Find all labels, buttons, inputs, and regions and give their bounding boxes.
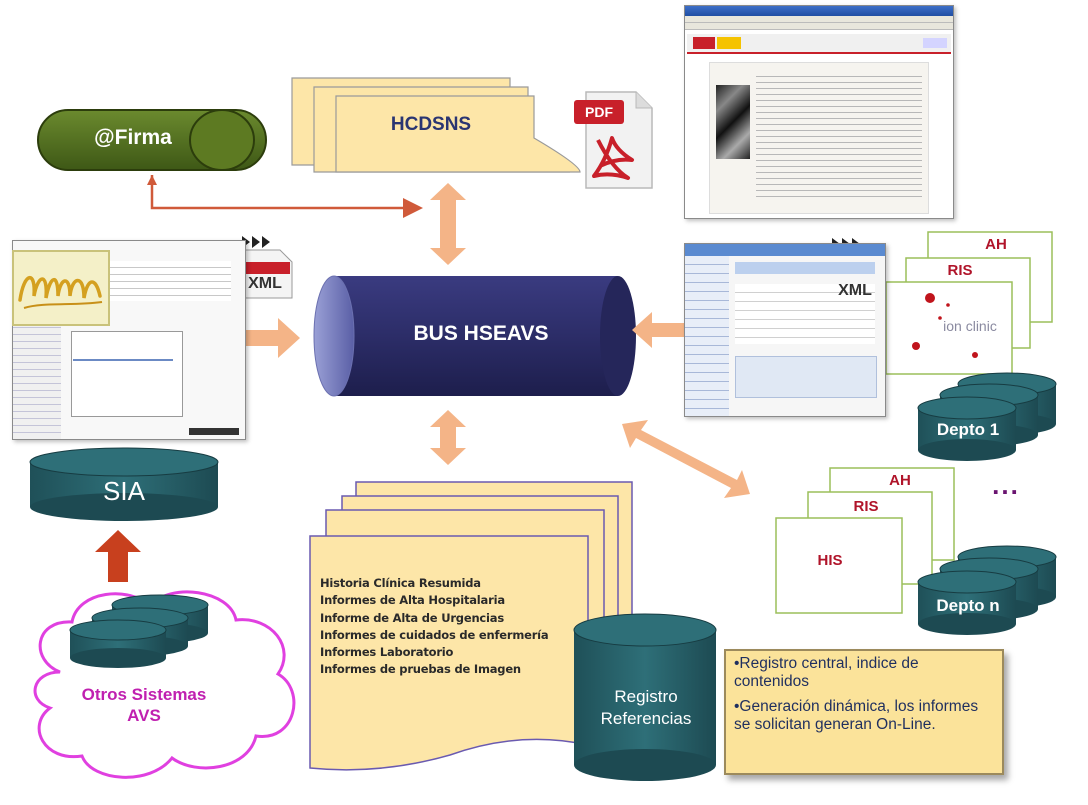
firma-connector-arrow bbox=[150, 175, 423, 218]
firma-capsule bbox=[37, 109, 267, 171]
report-documents bbox=[309, 481, 633, 771]
xml-icon-left bbox=[237, 232, 293, 299]
report-item: Historia Clínica Resumida bbox=[320, 576, 481, 590]
depto1-cards bbox=[885, 231, 1053, 375]
depto1-card-ah: AH bbox=[985, 236, 1007, 253]
depto1-databases bbox=[917, 372, 1057, 461]
arrow-bus-depton bbox=[622, 420, 750, 498]
arrow-otros-sia bbox=[95, 530, 141, 582]
clinic-app-screenshot bbox=[684, 243, 886, 417]
pdf-label: PDF bbox=[585, 104, 613, 120]
report-item: Informes de Alta Hospitalaria bbox=[320, 593, 505, 608]
deptoN-card-ris: RIS bbox=[853, 498, 879, 515]
notes-box: •Registro central, indice de contenidos … bbox=[724, 649, 1004, 775]
depto1-label: Depto 1 bbox=[936, 420, 1000, 439]
xml-left-label: XML bbox=[248, 275, 282, 292]
registro-label: Registro Referencias bbox=[600, 687, 692, 729]
report-item: Informe de Alta de Urgencias bbox=[320, 610, 504, 625]
sia-label: SIA bbox=[103, 476, 145, 506]
xml-right-label: XML bbox=[838, 282, 872, 299]
abucasis-logo: abucasis bbox=[12, 250, 110, 326]
arrow-sia-bus bbox=[200, 318, 300, 358]
registro-database bbox=[573, 613, 717, 781]
report-item: Informes Laboratorio bbox=[320, 645, 454, 659]
deptoN-label: Depto n bbox=[936, 596, 1000, 615]
ionclinic-logo-text: ion clinic bbox=[943, 318, 997, 334]
sia-database bbox=[29, 447, 219, 521]
hcdsns-web-screenshot bbox=[684, 5, 954, 219]
deptoN-card-his: HIS bbox=[817, 552, 843, 569]
report-item: Informes de cuidados de enfermería bbox=[320, 627, 549, 642]
cloud-label: Otros Sistemas AVS bbox=[81, 685, 207, 726]
depto1-card-ris: RIS bbox=[947, 262, 973, 279]
deptoN-databases bbox=[917, 545, 1057, 635]
hcdsns-documents bbox=[291, 77, 581, 173]
pdf-icon bbox=[574, 91, 653, 189]
report-list: Historia Clínica Resumida Informes de Al… bbox=[320, 575, 550, 679]
deptoN-card-ah: AH bbox=[889, 472, 911, 489]
deptoN-cards bbox=[775, 467, 955, 614]
firma-label: @Firma bbox=[94, 126, 172, 149]
firma-connector-head bbox=[147, 175, 157, 185]
otros-sistemas-databases bbox=[69, 594, 209, 668]
arrow-bus-docs bbox=[430, 410, 466, 465]
arrow-hcdsns-bus bbox=[430, 183, 466, 265]
bus-label: BUS HSEAVS bbox=[413, 322, 549, 345]
hcdsns-label: HCDSNS bbox=[390, 114, 472, 135]
bus-cylinder bbox=[313, 275, 636, 397]
report-item: Informes de pruebas de Imagen bbox=[320, 662, 521, 677]
more-departments-ellipsis: ... bbox=[992, 470, 1020, 500]
note-item: •Registro central, indice de contenidos bbox=[734, 655, 919, 691]
note-item: •Generación dinámica, los informes se so… bbox=[734, 697, 979, 733]
